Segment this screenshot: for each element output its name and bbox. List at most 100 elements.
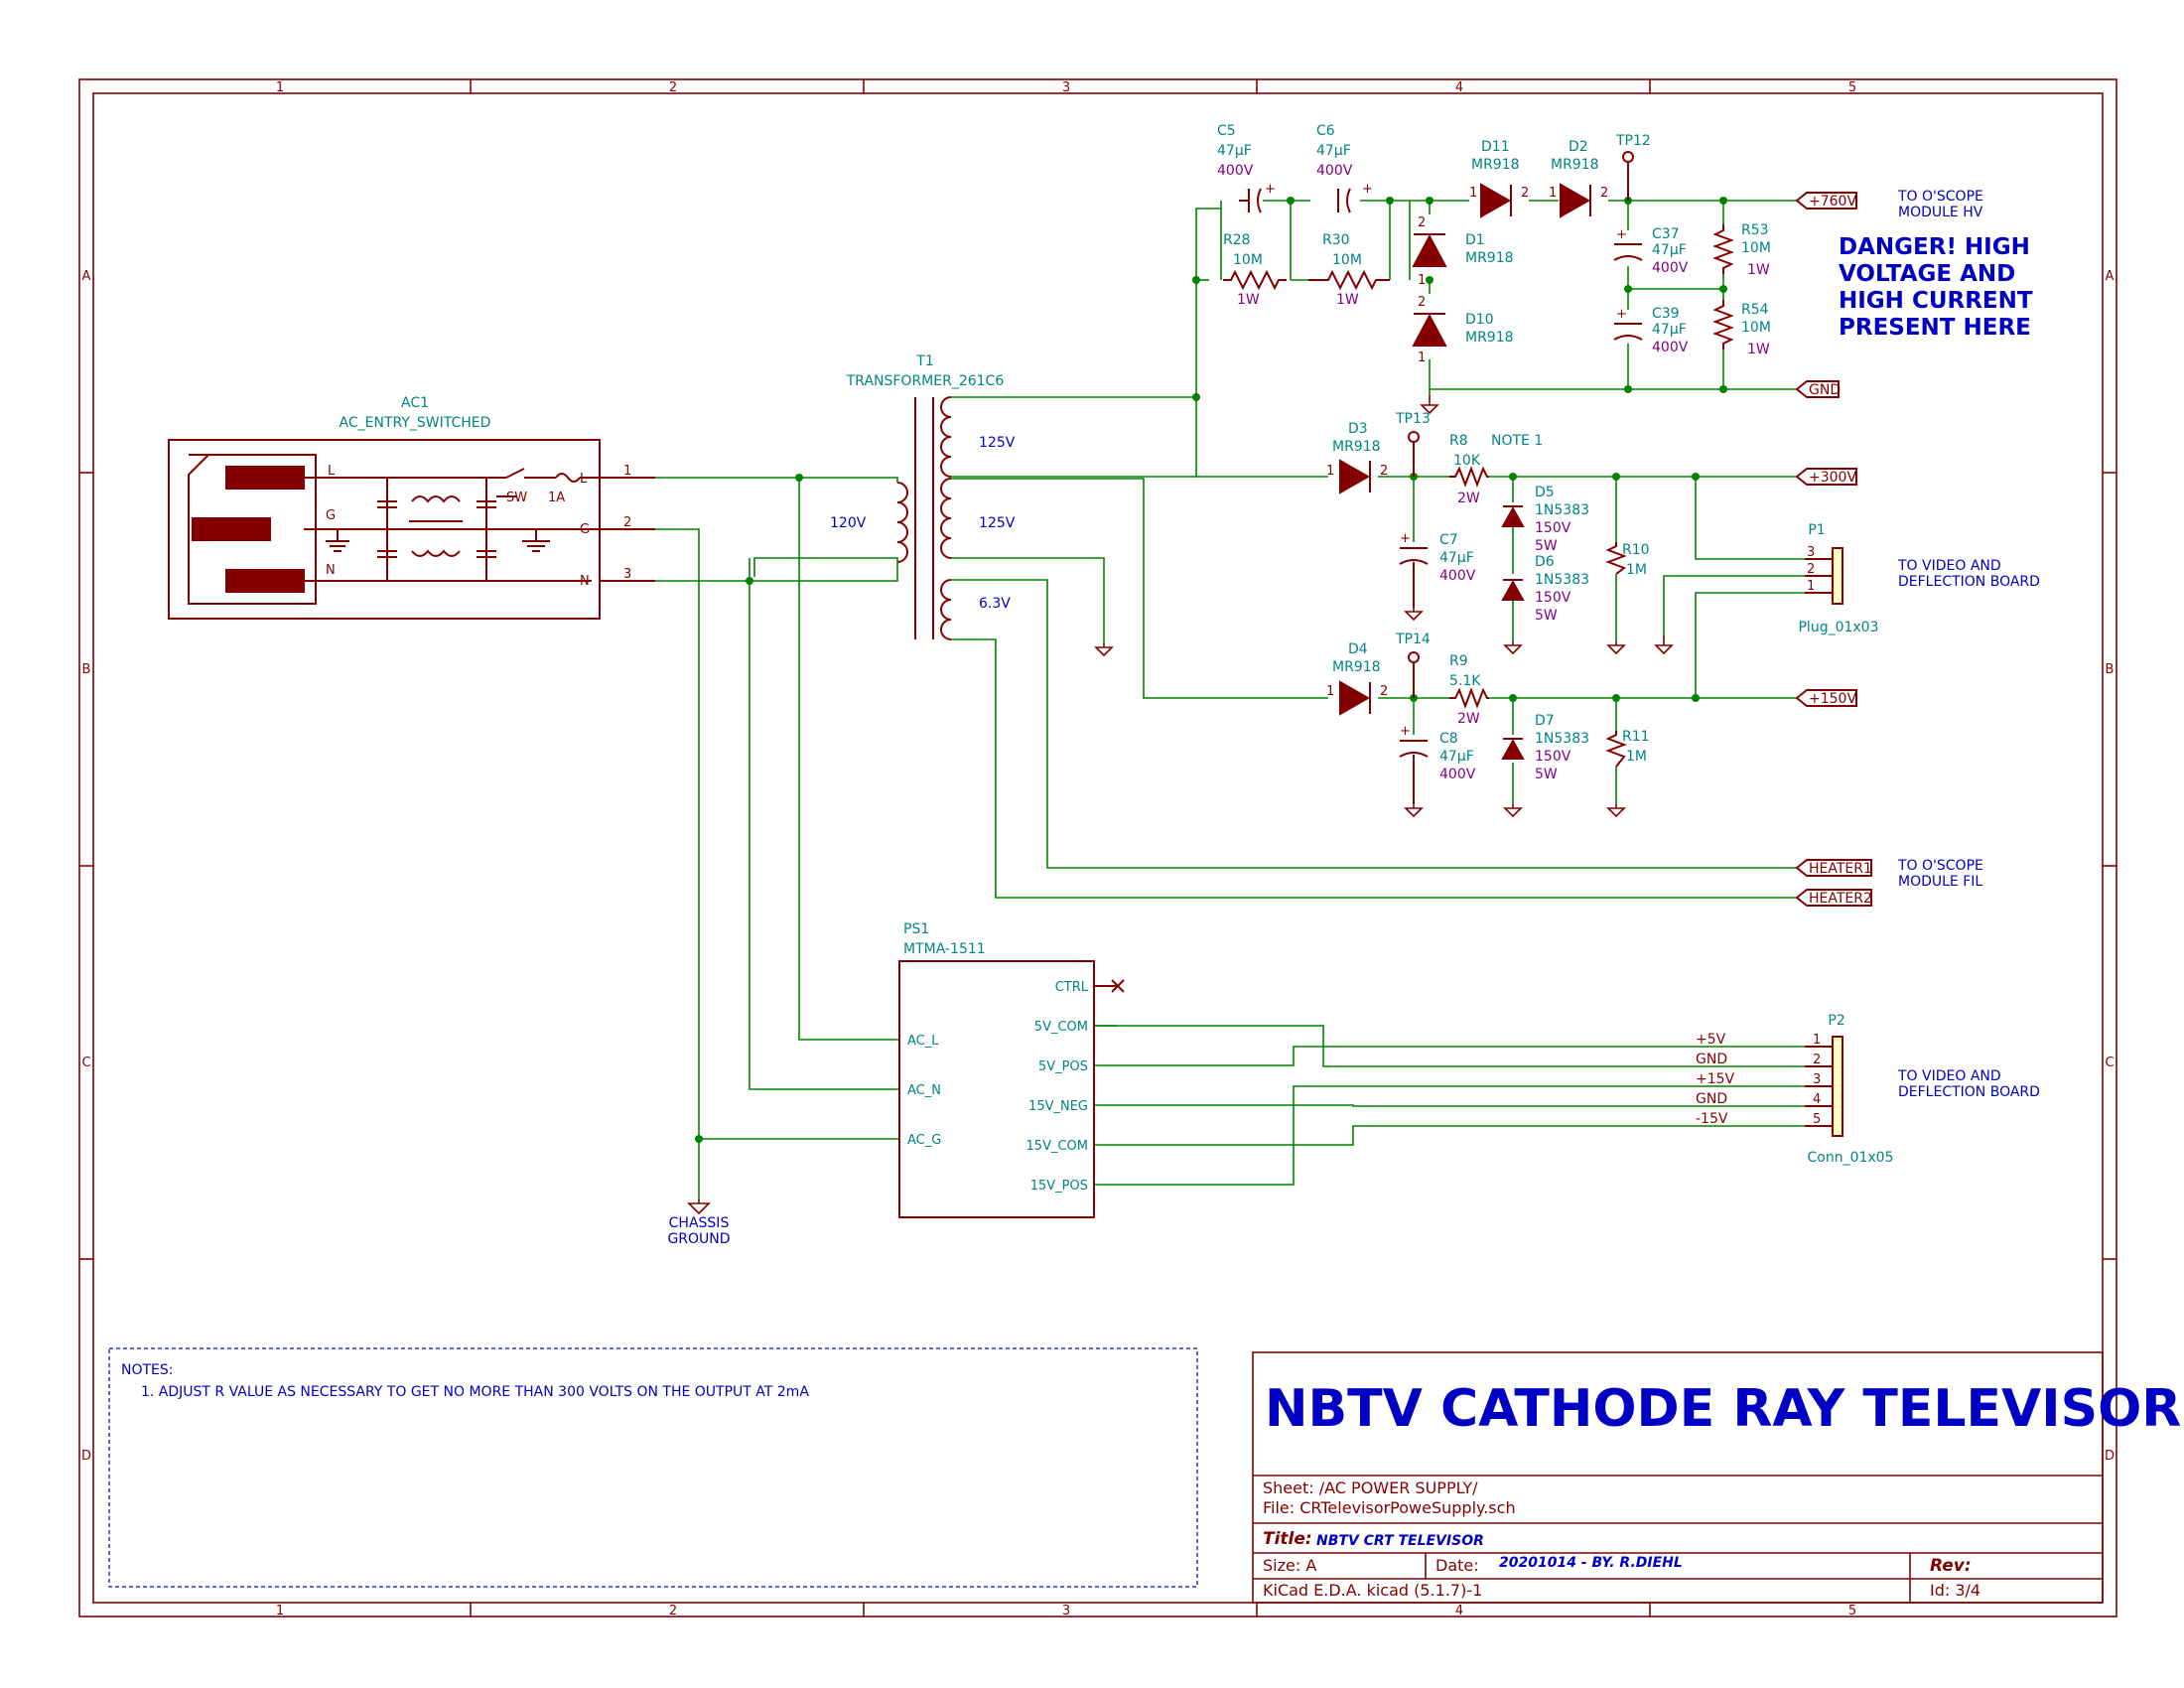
r9-rating: 2W [1457, 711, 1480, 727]
r11-value: 1M [1626, 749, 1647, 765]
p2-ref: P2 [1828, 1013, 1844, 1029]
grid-col-1: 1 [276, 80, 284, 95]
ac1-inner-n: N [326, 563, 336, 578]
r9-value: 5.1K [1449, 673, 1481, 689]
wires [655, 200, 1805, 1199]
d1-pin2: 2 [1418, 215, 1426, 230]
ps1-pin-15v-neg: 15V_NEG [1028, 1099, 1088, 1114]
r11-ref: R11 [1622, 729, 1650, 745]
p1-pin1: 1 [1807, 579, 1815, 594]
p2-pin2: 2 [1813, 1053, 1821, 1067]
c6-ref: C6 [1316, 123, 1335, 139]
d11-ref: D11 [1481, 139, 1510, 155]
c5-plus: + [1265, 182, 1276, 197]
d3-pin2: 2 [1380, 464, 1388, 479]
t1-value: TRANSFORMER_261C6 [846, 373, 1005, 389]
d11-pin2: 2 [1521, 186, 1529, 201]
d6-rating-v: 150V [1535, 590, 1571, 606]
svg-text:+150V: +150V [1809, 691, 1856, 707]
size-value: Size: A [1263, 1556, 1316, 1575]
ac-entry-module: AC1 AC_ENTRY_SWITCHED L G N SW 1A L G N … [168, 395, 655, 620]
ac1-ref: AC1 [401, 395, 429, 411]
d2-pin1: 1 [1549, 186, 1557, 201]
p2-pin5: 5 [1813, 1112, 1821, 1127]
grid-col-2: 2 [669, 80, 677, 95]
label-heater1: HEATER1 [1795, 859, 1872, 877]
notes-heading: NOTES: [121, 1362, 174, 1378]
big-title: NBTV CATHODE RAY TELEVISOR [1265, 1379, 2181, 1439]
r30-value: 10M [1332, 252, 1362, 268]
ps1-module: PS1 MTMA-1511 AC_L AC_N AC_G CTRL 5V_COM… [898, 921, 1125, 1218]
video2-line2: DEFLECTION BOARD [1898, 1084, 2040, 1100]
r53-ref: R53 [1741, 222, 1769, 238]
grid-row-c-right: C [2105, 1055, 2114, 1070]
label-gnd: GND [1795, 380, 1841, 398]
ac1-pin-num-1: 1 [623, 464, 631, 479]
r28-value: 10M [1233, 252, 1263, 268]
d10-pin1: 1 [1418, 351, 1426, 365]
ac1-fuse-label: 1A [548, 491, 565, 505]
title-block: NBTV CATHODE RAY TELEVISOR Sheet: /AC PO… [1252, 1351, 2181, 1604]
lv-section: D3 MR918 1 2 TP13 R8 NOTE 1 10K 2W + C7 … [1094, 411, 1674, 818]
r10-ref: R10 [1622, 542, 1650, 558]
c6-rating: 400V [1316, 163, 1353, 179]
ac1-pin-num-3: 3 [623, 567, 631, 582]
svg-text:HEATER2: HEATER2 [1809, 891, 1872, 907]
c37-plus: + [1616, 227, 1627, 242]
oscope-fil-line1: TO O'SCOPE [1897, 858, 1983, 874]
video2-line1: TO VIDEO AND [1897, 1068, 2001, 1084]
ps1-pin-ctrl: CTRL [1055, 980, 1089, 995]
grid-row-b-right: B [2106, 662, 2115, 677]
grid-col-5-bottom: 5 [1848, 1604, 1856, 1618]
d11-pin1: 1 [1469, 186, 1477, 201]
ac1-pin-l: L [580, 472, 588, 487]
ps1-ref: PS1 [903, 921, 929, 937]
ps1-pin-ac-n: AC_N [907, 1083, 941, 1098]
c5-ref: C5 [1217, 123, 1236, 139]
r8-ref: R8 [1449, 433, 1468, 449]
svg-text:+760V: +760V [1809, 194, 1856, 210]
d1-ref: D1 [1465, 232, 1485, 248]
p2-pin1: 1 [1813, 1033, 1821, 1048]
c39-plus: + [1616, 307, 1627, 322]
d10-value: MR918 [1465, 330, 1514, 346]
tp14-ref: TP14 [1395, 632, 1431, 647]
title-label: Title: [1263, 1529, 1312, 1549]
c8-ref: C8 [1439, 731, 1458, 747]
grid-row-a-right: A [2106, 269, 2115, 284]
d2-value: MR918 [1551, 157, 1599, 173]
p2-net-5v: +5V [1696, 1032, 1726, 1048]
t1-ref: T1 [915, 353, 933, 369]
notes-box: NOTES: 1. ADJUST R VALUE AS NECESSARY TO… [108, 1347, 1198, 1588]
tool-version: KiCad E.D.A. kicad (5.1.7)-1 [1263, 1581, 1482, 1600]
annotations: TO O'SCOPE MODULE HV DANGER! HIGH VOLTAG… [667, 189, 2040, 1247]
grid-col-5: 5 [1848, 80, 1856, 95]
rev-label: Rev: [1930, 1556, 1972, 1576]
p2-pin4: 4 [1813, 1092, 1821, 1107]
r54-rating: 1W [1747, 342, 1770, 357]
r8-value: 10K [1453, 453, 1481, 469]
label-760v: +760V [1795, 192, 1857, 210]
grid-row-d: D [81, 1449, 91, 1464]
ps1-pin-ac-g: AC_G [907, 1133, 941, 1148]
c7-plus: + [1400, 531, 1411, 546]
hv-section: C5 47µF 400V + C6 47µF 400V + R28 10M 1W… [1217, 123, 1771, 415]
c8-rating: 400V [1439, 767, 1476, 782]
c8-value: 47µF [1439, 749, 1474, 765]
ac1-inner-l: L [328, 464, 336, 479]
d11-value: MR918 [1471, 157, 1520, 173]
label-heater2: HEATER2 [1795, 889, 1872, 907]
grid-row-a: A [82, 269, 91, 284]
ac1-inner-g: G [326, 508, 336, 523]
grid-row-d-right: D [2105, 1449, 2115, 1464]
d3-value: MR918 [1332, 439, 1381, 455]
r10-value: 1M [1626, 562, 1647, 578]
p2-value: Conn_01x05 [1807, 1150, 1893, 1166]
grid-col-1-bottom: 1 [276, 1604, 284, 1618]
label-150v: +150V [1795, 689, 1857, 707]
d5-value: 1N5383 [1535, 502, 1589, 518]
danger-line2: VOLTAGE AND [1839, 261, 2015, 287]
p1-pin3: 3 [1807, 545, 1815, 560]
d6-value: 1N5383 [1535, 572, 1589, 588]
danger-line3: HIGH CURRENT [1839, 288, 2033, 314]
